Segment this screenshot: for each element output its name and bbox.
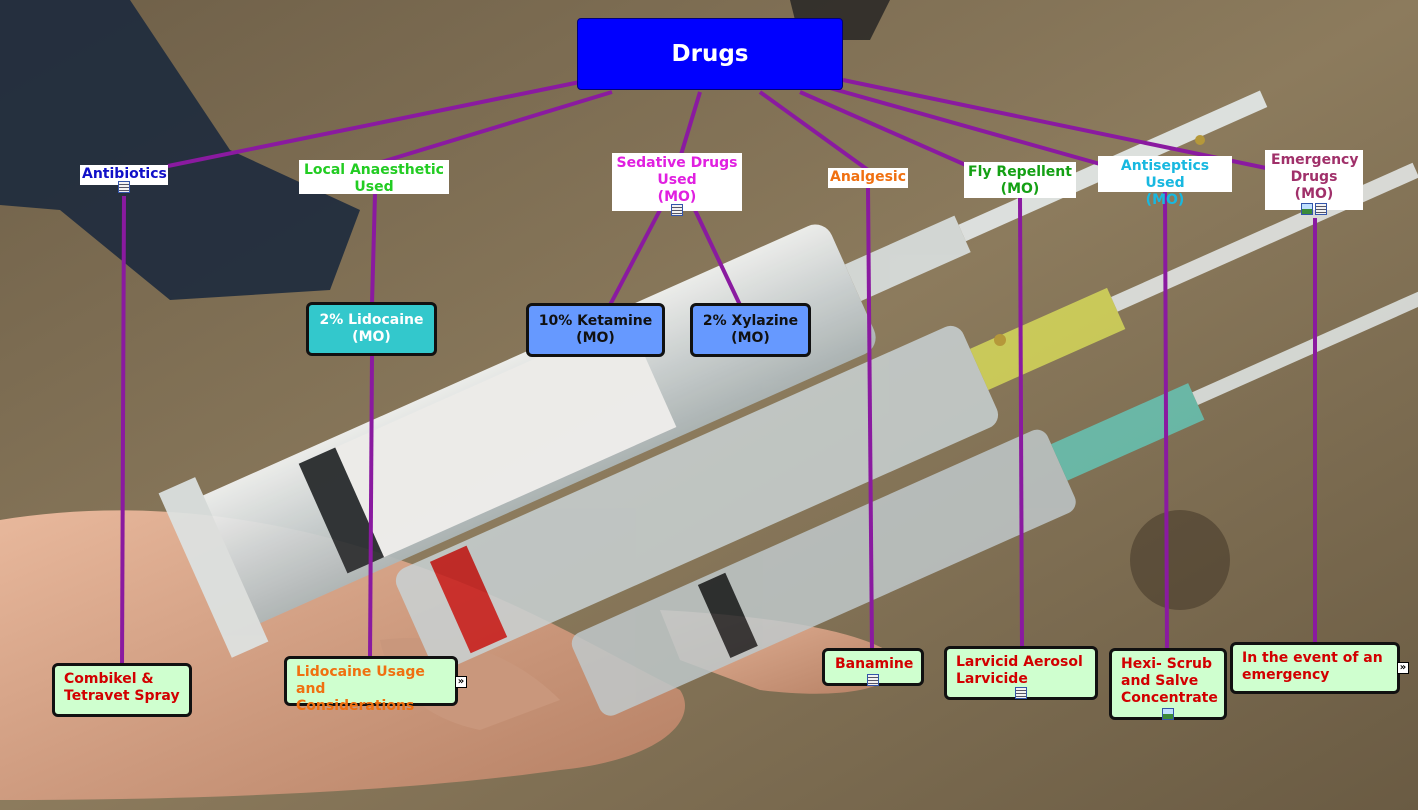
leaf-larvicid-aerosol[interactable]: Larvicid Aerosol Larvicide: [944, 646, 1098, 700]
connector-root-emergency: [842, 78, 1267, 170]
expand-arrow-icon[interactable]: »: [1397, 662, 1409, 674]
banamine-label: Banamine: [835, 656, 914, 672]
category-emergency-sub: (MO): [1294, 186, 1334, 202]
document-icon[interactable]: [867, 674, 879, 686]
connector-anaesthetic-lidocaine: [370, 193, 377, 305]
connector-antiseptics-hexi: [1163, 191, 1169, 651]
hexi-label: Hexi- Scrub and Salve Concentrate: [1121, 656, 1218, 706]
category-analgesic-label: Analgesic: [830, 169, 906, 185]
category-antibiotics[interactable]: Antibiotics: [80, 165, 168, 193]
connector-sedative-xylazine: [693, 209, 742, 306]
category-fly-repellent-sub: (MO): [1000, 181, 1040, 197]
node-2-percent-xylazine[interactable]: 2% Xylazine (MO): [690, 303, 811, 357]
category-local-anaesthetic[interactable]: Local Anaesthetic Used: [299, 160, 449, 195]
category-emergency-label: Emergency Drugs: [1271, 152, 1359, 185]
root-node-drugs[interactable]: Drugs: [577, 18, 843, 90]
connector-root-antibiotics: [167, 80, 581, 168]
leaf-emergency-event[interactable]: In the event of an emergency: [1230, 642, 1400, 694]
xylazine-sub: (MO): [731, 330, 770, 346]
image-icon[interactable]: [1301, 203, 1313, 215]
connector-root-antiseptics: [829, 86, 1101, 166]
connector-fly-larvicid: [1018, 197, 1024, 649]
lidocaine-label: 2% Lidocaine: [319, 312, 424, 328]
image-icon[interactable]: [1162, 708, 1174, 720]
node-10-percent-ketamine[interactable]: 10% Ketamine (MO): [526, 303, 665, 357]
category-antiseptics-label: Antiseptics Used: [1120, 158, 1210, 191]
emergency-event-label: In the event of an emergency: [1242, 650, 1383, 683]
category-emergency[interactable]: Emergency Drugs (MO): [1265, 150, 1363, 215]
category-antiseptics[interactable]: Antiseptics Used (MO): [1098, 156, 1232, 208]
ketamine-sub: (MO): [576, 330, 615, 346]
connector-lidocaine-usage: [368, 354, 374, 659]
category-fly-repellent[interactable]: Fly Repellent (MO): [964, 162, 1076, 198]
larvicid-label: Larvicid Aerosol Larvicide: [956, 654, 1083, 687]
category-sedative-sub: (MO): [657, 189, 697, 205]
category-sedative-label: Sedative Drugs Used: [616, 155, 738, 188]
category-local-anaesthetic-label: Local Anaesthetic Used: [304, 162, 444, 195]
combikel-label: Combikel & Tetravet Spray: [64, 671, 180, 704]
ketamine-label: 10% Ketamine: [538, 313, 653, 329]
root-label: Drugs: [671, 40, 749, 67]
leaf-banamine[interactable]: Banamine: [822, 648, 924, 686]
lidocaine-usage-label: Lidocaine Usage and Considerations: [296, 664, 425, 714]
connector-root-fly-repellent: [799, 90, 969, 168]
category-sedative[interactable]: Sedative Drugs Used (MO): [612, 153, 742, 216]
document-icon[interactable]: [1315, 203, 1327, 215]
category-antibiotics-label: Antibiotics: [82, 166, 167, 182]
expand-arrow-icon[interactable]: »: [455, 676, 467, 688]
category-fly-repellent-label: Fly Repellent: [968, 164, 1072, 180]
document-icon[interactable]: [118, 181, 130, 193]
connector-antibiotics-combikel: [120, 195, 126, 667]
connector-root-sedative: [678, 91, 702, 159]
connector-sedative-ketamine: [608, 209, 662, 306]
category-analgesic[interactable]: Analgesic: [828, 168, 908, 188]
leaf-hexi-scrub[interactable]: Hexi- Scrub and Salve Concentrate: [1109, 648, 1227, 720]
category-antiseptics-sub: (MO): [1145, 192, 1185, 208]
leaf-lidocaine-usage[interactable]: Lidocaine Usage and Considerations: [284, 656, 458, 714]
document-icon[interactable]: [671, 204, 683, 216]
connector-root-local-anaesthetic: [374, 90, 613, 166]
connector-root-analgesic: [758, 90, 870, 172]
leaf-combikel-tetravet[interactable]: Combikel & Tetravet Spray: [52, 663, 192, 717]
lidocaine-sub: (MO): [352, 329, 391, 345]
connector-analgesic-banamine: [866, 187, 874, 651]
document-icon[interactable]: [1015, 687, 1027, 699]
xylazine-label: 2% Xylazine: [702, 313, 799, 329]
node-2-percent-lidocaine[interactable]: 2% Lidocaine (MO): [306, 302, 437, 356]
